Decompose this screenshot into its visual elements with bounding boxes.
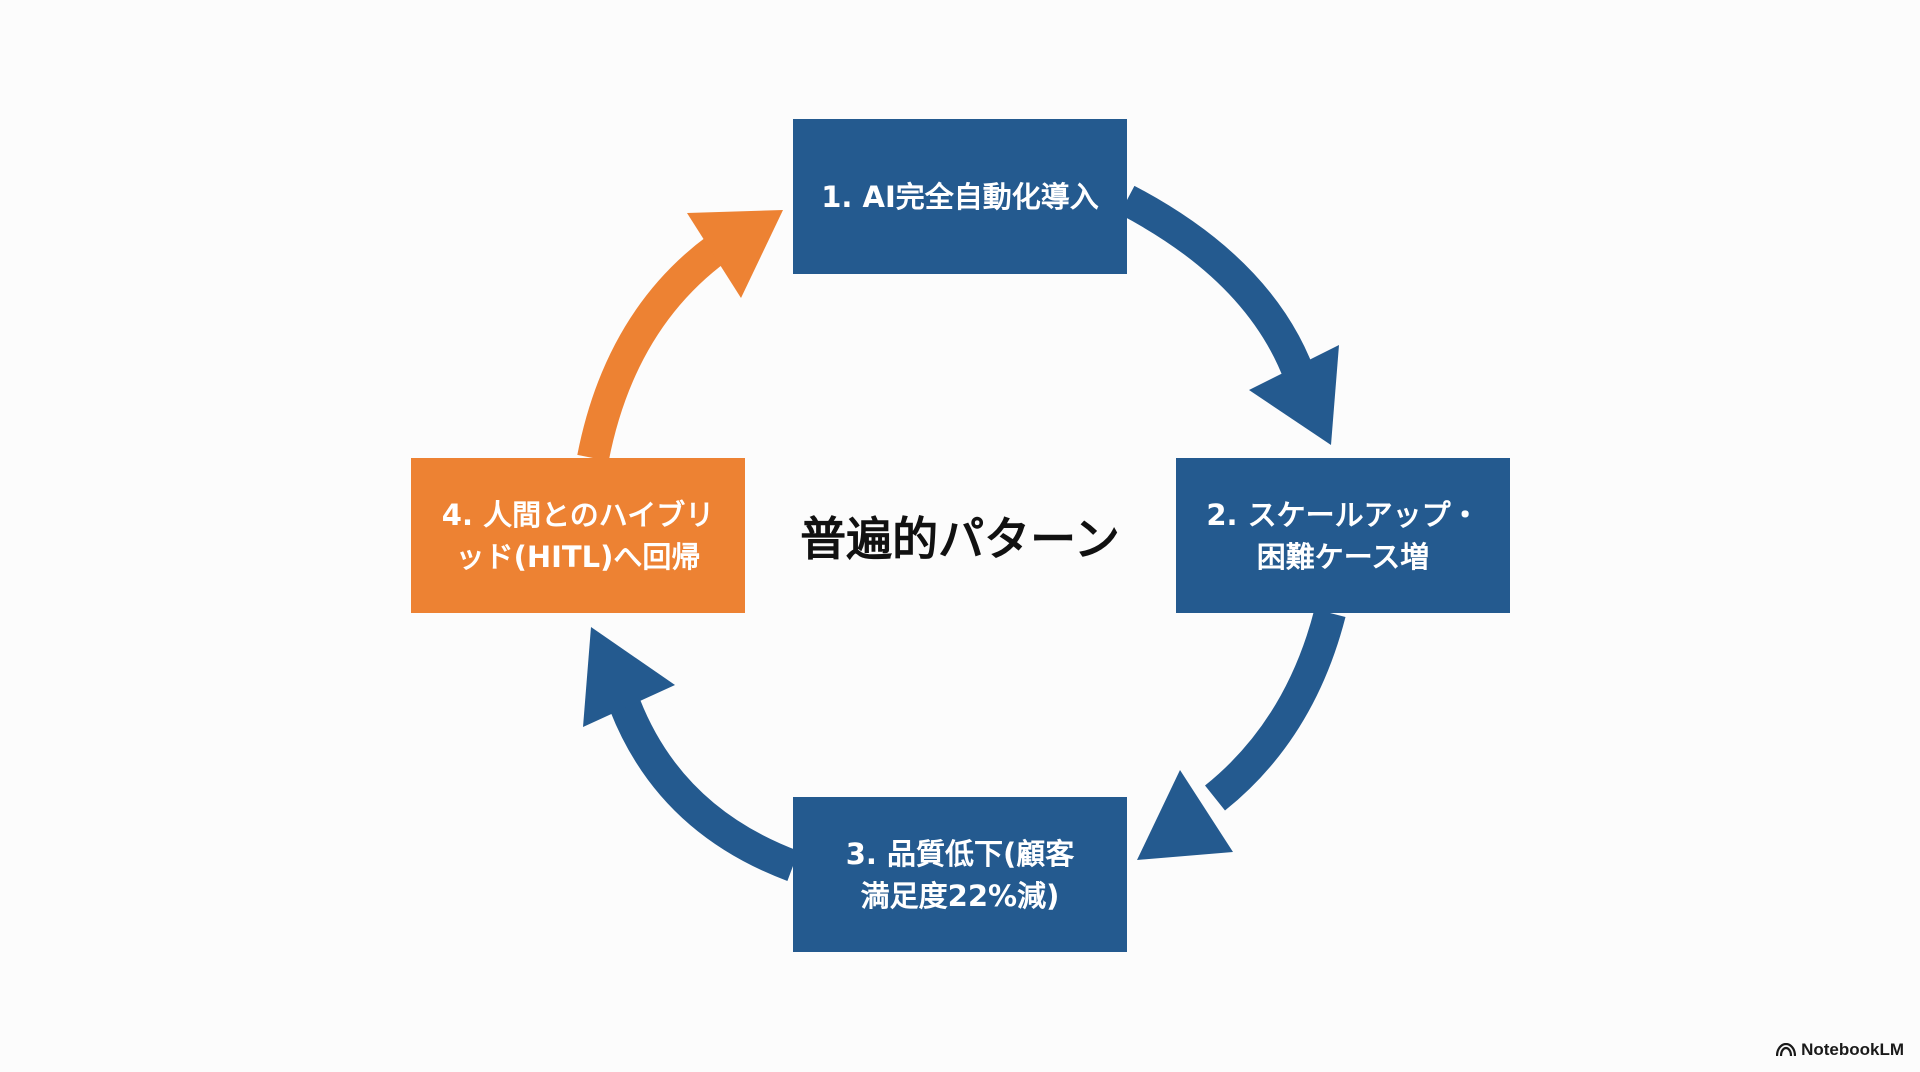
- step-1-label-line-1: 1. AI完全自動化導入: [821, 179, 1099, 214]
- arrow-1-to-2-head: [1249, 345, 1339, 445]
- center-title: 普遍的パターン: [800, 512, 1120, 566]
- step-2-label-line-1: 2. スケールアップ・: [1206, 497, 1480, 532]
- step-box-1: 1. AI完全自動化導入: [793, 119, 1127, 274]
- arrow-3-to-4-head: [583, 627, 675, 727]
- step-2-label-line-2: 困難ケース増: [1256, 539, 1430, 574]
- step-box-3: 3. 品質低下(顧客 満足度22%減): [793, 797, 1127, 952]
- step-box-2: 2. スケールアップ・ 困難ケース増: [1176, 458, 1510, 613]
- step-4-label-line-1: 4. 人間とのハイブリ: [441, 497, 715, 532]
- notebooklm-branding: NotebookLM: [1776, 1040, 1904, 1060]
- arrow-2-to-3: [1204, 608, 1346, 811]
- step-3-label-line-1: 3. 品質低下(顧客: [845, 836, 1075, 871]
- step-box-4: 4. 人間とのハイブリ ッド(HITL)へ回帰: [411, 458, 745, 613]
- step-3-label-line-2: 満足度22%減): [860, 878, 1060, 913]
- brand-name: NotebookLM: [1801, 1040, 1904, 1059]
- arrow-2-to-3-head: [1137, 770, 1233, 860]
- arrow-1-to-2: [1119, 185, 1321, 397]
- arrow-4-to-1-head: [687, 210, 783, 298]
- step-4-label-line-2: ッド(HITL)へ回帰: [455, 539, 701, 574]
- arrow-3-to-4: [610, 699, 799, 881]
- notebooklm-logo-icon: [1776, 1043, 1797, 1057]
- arrow-4-to-1: [577, 235, 728, 462]
